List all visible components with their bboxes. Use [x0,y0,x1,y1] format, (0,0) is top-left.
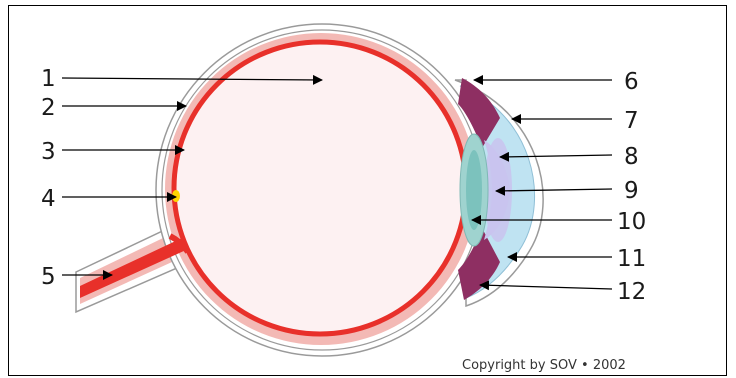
label-2: 2 [41,95,56,121]
label-4: 4 [41,186,56,212]
label-1: 1 [41,66,56,92]
label-6: 6 [624,69,639,95]
label-5: 5 [41,264,56,290]
copyright-text: Copyright by SOV • 2002 [462,358,626,373]
label-11: 11 [617,246,646,272]
fovea [172,190,180,202]
lens-nucleus [466,150,482,230]
label-12: 12 [617,279,646,305]
label-10: 10 [617,209,646,235]
label-8: 8 [624,144,639,170]
label-9: 9 [624,178,639,204]
label-3: 3 [41,139,56,165]
label-7: 7 [624,108,639,134]
retina [174,42,466,334]
